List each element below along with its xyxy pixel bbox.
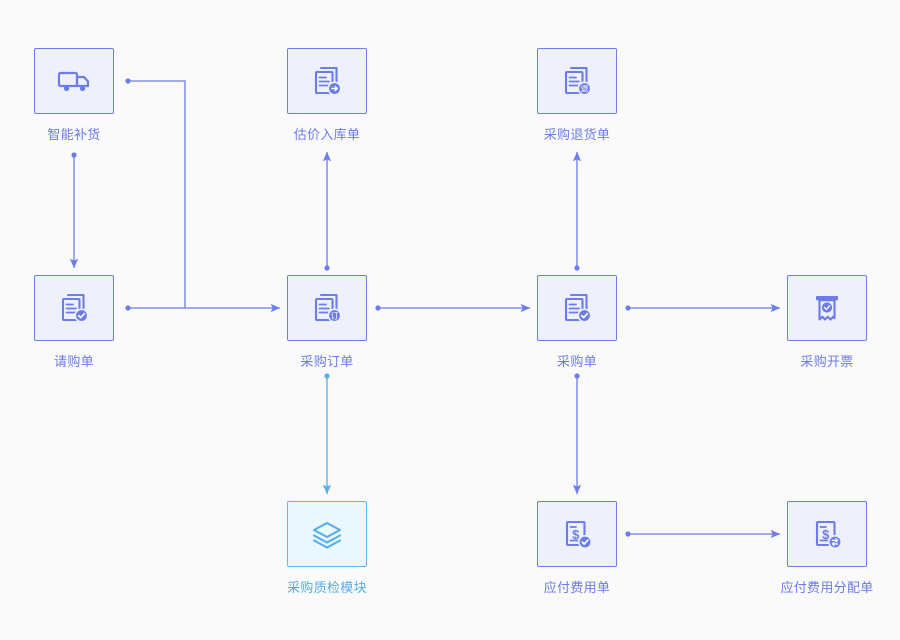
node-label: 应付费用分配单 (780, 580, 874, 595)
node-box[interactable] (287, 501, 367, 567)
edge-smart-to-purchase-order-line (125, 78, 186, 308)
node-purchase-order[interactable]: 订 采购订单 (287, 275, 367, 370)
edge-purchase-receipt-to-return (572, 151, 582, 271)
node-box[interactable]: $ (537, 501, 617, 567)
node-payable-expense-order[interactable]: $ 应付费用单 (537, 501, 617, 596)
money-document-exchange-icon: $ (815, 520, 842, 549)
node-label: 请购单 (54, 354, 94, 369)
node-box[interactable] (287, 48, 367, 114)
edge-purchase-receipt-to-invoicing (625, 303, 781, 313)
edge-purchase-receipt-to-payable (572, 373, 582, 495)
svg-text:$: $ (822, 527, 830, 542)
layers-icon (312, 521, 342, 549)
node-purchase-quality-module[interactable]: 采购质检模块 (287, 501, 367, 596)
node-label: 应付费用单 (543, 580, 611, 595)
node-label: 采购质检模块 (287, 580, 367, 595)
invoice-check-icon (816, 296, 838, 321)
node-label: 智能补货 (47, 127, 101, 142)
node-box[interactable] (537, 275, 617, 341)
node-label: 采购开票 (800, 354, 854, 369)
document-order-badge-icon: 订 (314, 293, 342, 323)
edge-purchase-order-to-quality (322, 373, 332, 495)
node-purchase-return-order[interactable]: 退 采购退货单 (537, 48, 617, 143)
node-smart-replenishment[interactable]: 智能补货 (34, 48, 114, 143)
truck-icon (57, 71, 90, 92)
node-label: 采购订单 (300, 354, 354, 369)
svg-text:退: 退 (581, 84, 589, 93)
document-check-icon (564, 293, 592, 323)
document-check-icon (61, 293, 89, 323)
node-box[interactable] (787, 275, 867, 341)
money-document-check-icon: $ (565, 520, 592, 549)
edge-purchase-order-to-estimated-inbound (322, 151, 332, 271)
node-purchase-invoicing[interactable]: 采购开票 (787, 275, 867, 370)
node-purchase-receipt[interactable]: 采购单 (537, 275, 617, 370)
node-estimated-inbound-order[interactable]: 估价入库单 (287, 48, 367, 143)
node-box[interactable]: 退 (537, 48, 617, 114)
document-arrow-right-icon (314, 66, 342, 96)
svg-text:订: 订 (331, 310, 339, 320)
node-box[interactable]: 订 (287, 275, 367, 341)
svg-text:$: $ (572, 527, 580, 542)
edge-smart-to-requisition (69, 152, 79, 269)
node-box[interactable] (34, 275, 114, 341)
node-label: 估价入库单 (293, 127, 361, 142)
node-requisition-order[interactable]: 请购单 (34, 275, 114, 370)
node-payable-expense-allocation-order[interactable]: $ 应付费用分配单 (780, 501, 873, 596)
node-box[interactable]: $ (787, 501, 867, 567)
edge-payable-to-allocation (625, 529, 781, 539)
node-label: 采购单 (557, 354, 597, 369)
node-label: 采购退货单 (543, 127, 611, 142)
edge-requisition-to-purchase-order (125, 303, 281, 313)
node-box[interactable] (34, 48, 114, 114)
edge-purchase-order-to-purchase-receipt (375, 303, 531, 313)
document-return-badge-icon: 退 (564, 66, 592, 96)
